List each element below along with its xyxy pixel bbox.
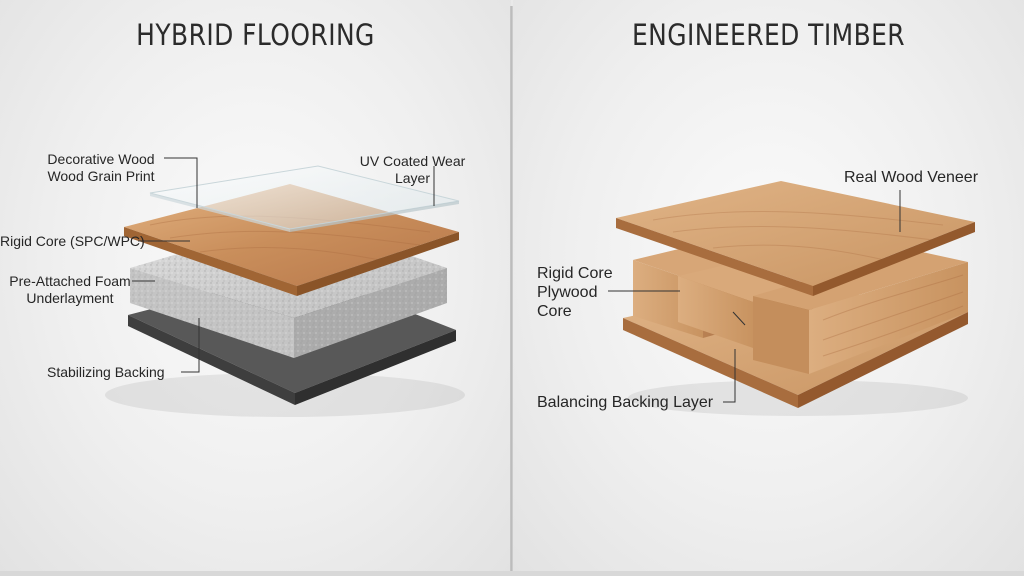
foam-label-line2: Underlayment xyxy=(26,290,114,306)
foam-label-line1: Pre-Attached Foam xyxy=(9,273,131,289)
timber-layers-illustration xyxy=(608,181,975,416)
real-wood-veneer-label: Real Wood Veneer xyxy=(844,169,979,186)
engineered-timber-title: ENGINEERED TIMBER xyxy=(631,18,906,52)
hybrid-flooring-title: HYBRID FLOORING xyxy=(136,18,375,52)
foam-underlayment-label: Pre-Attached Foam Underlayment xyxy=(6,273,134,307)
decorative-wood-label-line1: Decorative Wood xyxy=(47,151,155,167)
plywood-core-label-line3: Core xyxy=(537,303,572,320)
hybrid-leader-lines xyxy=(132,157,435,373)
decorative-wood-label-line2: Wood Grain Print xyxy=(47,168,155,184)
plywood-core-blocks xyxy=(633,248,968,374)
hybrid-layers-illustration xyxy=(105,157,465,417)
panel-divider xyxy=(510,6,513,574)
plywood-core-label: Rigid Core Plywood Core xyxy=(537,264,613,321)
engineered-timber-panel: ENGINEERED TIMBER xyxy=(513,0,1024,576)
bottom-strip xyxy=(0,571,1024,576)
decorative-wood-label: Decorative Wood Wood Grain Print xyxy=(26,151,176,185)
real-wood-veneer-layer xyxy=(616,181,975,296)
hybrid-flooring-panel: HYBRID FLOORING xyxy=(0,0,511,576)
uv-wear-label-line2: Layer xyxy=(394,170,431,186)
timber-leader-lines xyxy=(608,190,901,403)
balancing-backing-label: Balancing Backing Layer xyxy=(537,394,714,411)
rigid-core-label: Rigid Core (SPC/WPC) xyxy=(0,233,145,249)
uv-wear-layer xyxy=(149,165,460,232)
uv-wear-label: UV Coated Wear Layer xyxy=(350,153,475,187)
plywood-core-label-line1: Rigid Core xyxy=(537,265,613,282)
plywood-core-label-line2: Plywood xyxy=(537,284,598,301)
uv-wear-label-line1: UV Coated Wear xyxy=(359,153,466,169)
stabilizing-backing-label: Stabilizing Backing xyxy=(47,364,165,380)
